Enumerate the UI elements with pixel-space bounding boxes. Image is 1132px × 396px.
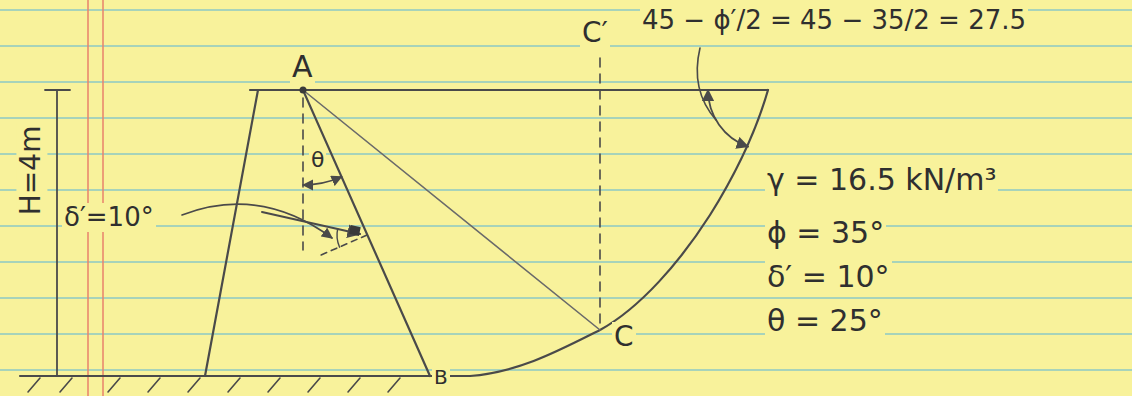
ruled-line [0,297,1132,299]
point-label: B [432,366,450,388]
margin-lines [88,0,103,396]
point-label: C [612,322,636,353]
vertical-dashed-line [302,98,304,250]
ruled-line [0,333,1132,335]
hatch-mark [268,378,280,392]
hatch-mark [348,378,360,392]
thrust-point [349,225,361,236]
parameter-value: θ = 25° [765,304,885,337]
ruled-line [0,225,1132,227]
margin-line [102,0,104,396]
point-label: A [290,50,315,83]
trial-wedge-line [303,90,600,330]
hatch-mark [188,378,200,392]
dimension-tick [45,89,70,91]
ruled-line [0,45,1132,47]
thrust-arrow [262,212,360,234]
delta-arc [337,229,340,248]
parameter-value: ϕ = 35° [765,216,886,249]
theta-arc [303,177,342,185]
ruled-line [0,81,1132,83]
height-dimension-label: H=4m [17,123,48,217]
angle-label: δ′=10° [62,203,156,232]
ruled-line [0,117,1132,119]
parameter-value: γ = 16.5 kN/m³ [765,163,998,196]
hatch-mark [308,378,320,392]
angle-label: θ [309,148,326,172]
point-label: C′ [580,18,610,49]
height-dimension [56,90,58,376]
failure-surface [470,90,768,376]
wall-normal [321,235,367,255]
ground-hatch [28,378,400,392]
ruled-line [0,153,1132,155]
hatch-mark [388,378,400,392]
ruled-line [0,261,1132,263]
hatch-mark [228,378,240,392]
hatch-mark [60,378,72,392]
angle-formula: 45 − ϕ′/2 = 45 − 35/2 = 27.5 [640,6,1028,35]
hatch-mark [108,378,120,392]
hatch-mark [148,378,160,392]
sketch [20,48,768,392]
ruled-lines [0,10,1132,370]
hatch-mark [28,378,40,392]
point-marker [300,87,307,94]
wall-outline [205,90,430,376]
parameter-value: δ′ = 10° [765,260,892,293]
angle-leader [697,48,716,120]
ground-line [20,375,470,377]
delta-leader [182,204,332,238]
backfill-surface [303,89,768,91]
margin-line [87,0,89,396]
vertical-dashed-line [599,58,601,330]
ruled-line [0,369,1132,371]
